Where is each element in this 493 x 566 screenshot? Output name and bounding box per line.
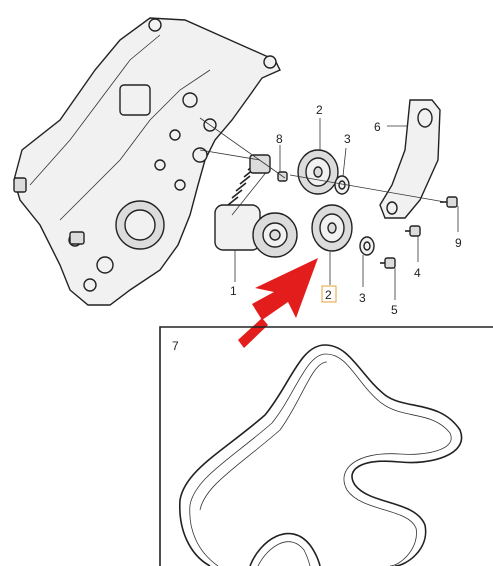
bolt-part-9	[440, 196, 458, 208]
idler-pulley-lower	[311, 204, 353, 252]
idler-pulley-upper	[297, 149, 339, 195]
callout-4: 4	[414, 266, 421, 280]
belt-tensioner	[214, 154, 298, 258]
timing-cover	[13, 17, 281, 306]
callout-1: 1	[230, 284, 237, 298]
belt-inset-box: 7	[159, 326, 493, 566]
washer-upper	[334, 175, 350, 195]
bolt-part-5	[380, 257, 396, 269]
washer-lower	[359, 236, 375, 256]
callout-2-highlight-box	[321, 285, 337, 303]
tensioner-spring	[227, 161, 259, 206]
serpentine-belt	[179, 344, 463, 566]
callout-3-bottom: 3	[359, 291, 366, 305]
leader-lines	[199, 117, 459, 300]
callout-7: 7	[172, 339, 179, 353]
red-arrow-lower	[238, 318, 268, 348]
bolt-part-4	[405, 225, 421, 237]
callout-2-bottom: 2	[325, 288, 332, 302]
callout-8: 8	[276, 132, 283, 146]
callout-6: 6	[374, 120, 381, 134]
callout-3-top: 3	[344, 132, 351, 146]
red-indicator-arrow	[238, 258, 318, 348]
callout-2-top: 2	[316, 103, 323, 117]
pulley-bracket	[379, 99, 441, 219]
callout-5: 5	[391, 303, 398, 317]
callout-9: 9	[455, 236, 462, 250]
red-arrow-upper	[252, 258, 318, 320]
